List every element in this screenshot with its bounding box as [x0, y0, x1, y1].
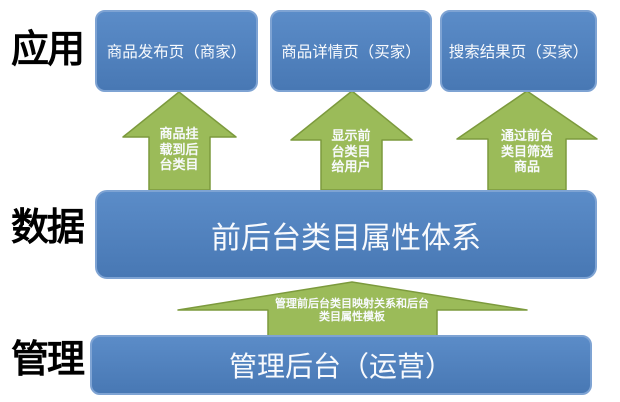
arrow-caption-filter-by-category: 通过前台 类目筛选 商品: [500, 128, 553, 174]
arrow-caption-manage-mapping: 管理前后台类目映射关系和后台 类目属性模板: [275, 298, 429, 323]
app-box-search-result-page: 搜索结果页（买家）: [440, 10, 597, 92]
data-box-category-attribute-system: 前后台类目属性体系: [95, 190, 597, 279]
app-box-label: 搜索结果页（买家）: [448, 44, 589, 61]
layer-label-data: 数据: [10, 207, 85, 249]
app-box-product-detail-page: 商品详情页（买家）: [270, 10, 432, 92]
arrow-caption-show-front-category: 显示前 台类目 给用户: [331, 128, 371, 174]
app-box-product-publish-page: 商品发布页（商家）: [95, 10, 258, 92]
layer-label-application: 应用: [10, 29, 85, 71]
app-box-label: 商品详情页（买家）: [281, 44, 421, 61]
arrow-caption-publish-to-backend: 商品挂 载到后 台类目: [159, 126, 199, 172]
data-box-label: 前后台类目属性体系: [211, 221, 481, 255]
layer-label-management: 管理: [10, 339, 85, 381]
management-box-admin-backend: 管理后台（运营）: [90, 335, 592, 395]
app-box-label: 商品发布页（商家）: [106, 44, 247, 61]
management-box-label: 管理后台（运营）: [228, 352, 453, 383]
